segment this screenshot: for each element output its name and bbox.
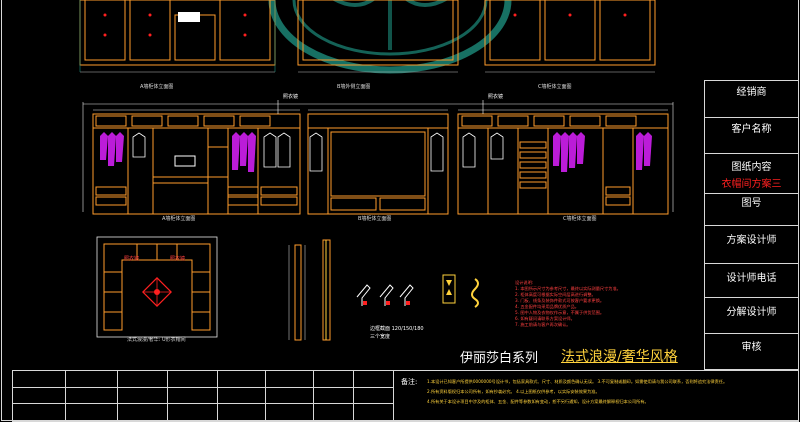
content-value: 衣帽间方案三	[721, 179, 782, 190]
footer-grid	[13, 371, 394, 421]
tb-designer: 方案设计师	[705, 225, 798, 256]
footer-strip: 备注: 1.本设计已知客户所提供0000000号设计书，包括家具款式、尺寸、材质…	[12, 370, 799, 422]
middle-elevation-label-b: B墙柜体立面图	[358, 216, 392, 222]
notes-line: 1. 本图所示尺寸为参考尺寸，最终以实际测量尺寸为准。	[515, 286, 621, 291]
middle-elevation-row	[82, 100, 674, 215]
remark-text: 1.本设计已知客户所提供0000000号设计书，包括家具款式、尺寸、材质及颜色确…	[427, 377, 792, 407]
series-title: 伊丽莎白系列	[460, 351, 539, 366]
middle-elevation-label-c: C墙柜体立面图	[563, 216, 597, 222]
floor-plan	[96, 236, 218, 338]
middle-elevation-label-a: A墙柜体立面图	[162, 216, 196, 222]
profile-size-sub: 三个宽度	[370, 334, 391, 340]
notes-line: 6. 如有疑问请联系方案设计师。	[515, 316, 575, 321]
plan-label-left: 照衣镜	[124, 256, 140, 262]
customer-label: 客户名称	[731, 124, 772, 135]
callout-mirror-left: 照衣镜	[283, 94, 299, 100]
title-block: 经销商 客户名称 图纸内容 衣帽间方案三 图号 方案设计师 设计师电话 分解设计…	[704, 80, 799, 370]
top-elevation-row	[79, 0, 656, 73]
decompose-designer-label: 分解设计师	[726, 307, 777, 318]
notes-line: 4. 五金配件均采用品牌优质产品。	[515, 304, 579, 309]
series-style: 法式浪漫/奢华风格	[561, 349, 678, 365]
top-elevation-label-b: B墙外侧立面图	[337, 84, 371, 90]
designer-label: 方案设计师	[726, 235, 777, 246]
content-label: 图纸内容	[731, 162, 772, 173]
plan-caption: 法式浪漫/奢华: U形衣帽间	[127, 337, 186, 343]
profile-size-note: 边框截面 120/150/180	[370, 326, 424, 332]
designer-phone-label: 设计师电话	[726, 273, 777, 284]
notes-line: 5. 图中人物及衣物仅作示意，不属于供货范围。	[515, 310, 605, 315]
top-elevation-label-a: A墙柜体立面图	[140, 84, 174, 90]
review-label: 审核	[741, 342, 762, 353]
tb-designer-phone: 设计师电话	[705, 263, 798, 294]
tb-customer: 客户名称	[705, 117, 798, 142]
remark-line: 2.所有资料版权归本公司所有，如有抄袭必究。 4.以上图纸仅供参考，以实际安装效…	[427, 389, 600, 394]
remark-line: 4.所有关于本设计项目中涉及的柜体、五金、配件等参数如有变动，恕不另行通知，设计…	[427, 399, 649, 404]
tb-decompose-designer: 分解设计师	[705, 297, 798, 328]
tb-drawing-no: 图号	[705, 193, 798, 214]
notes-line: 2. 柜体高度可根据实际空间层高进行调整。	[515, 292, 596, 297]
watermark-logo	[268, 0, 512, 74]
notes-heading: 设计说明:	[515, 280, 534, 285]
drawing-no-label: 图号	[741, 198, 762, 209]
plan-label-right: 照衣镜	[170, 256, 186, 262]
remark-label: 备注:	[401, 378, 418, 386]
tb-content: 图纸内容 衣帽间方案三	[705, 153, 798, 198]
top-elevation-label-c: C墙柜体立面图	[538, 84, 572, 90]
dealer-label: 经销商	[736, 87, 767, 98]
tb-review: 审核	[705, 333, 798, 370]
callout-mirror-right: 照衣镜	[488, 94, 504, 100]
notes-line: 3. 门板、线条及装饰件款式可按客户要求更换。	[515, 298, 605, 303]
design-notes: 设计说明: 1. 本图所示尺寸为参考尺寸，最终以实际测量尺寸为准。 2. 柜体高…	[515, 280, 635, 328]
notes-line: 7. 施工前请与客户再次确认。	[515, 322, 571, 327]
tb-dealer: 经销商	[705, 81, 798, 105]
profile-details	[288, 239, 479, 341]
remark-line: 1.本设计已知客户所提供0000000号设计书，包括家具款式、尺寸、材质及颜色确…	[427, 379, 728, 384]
